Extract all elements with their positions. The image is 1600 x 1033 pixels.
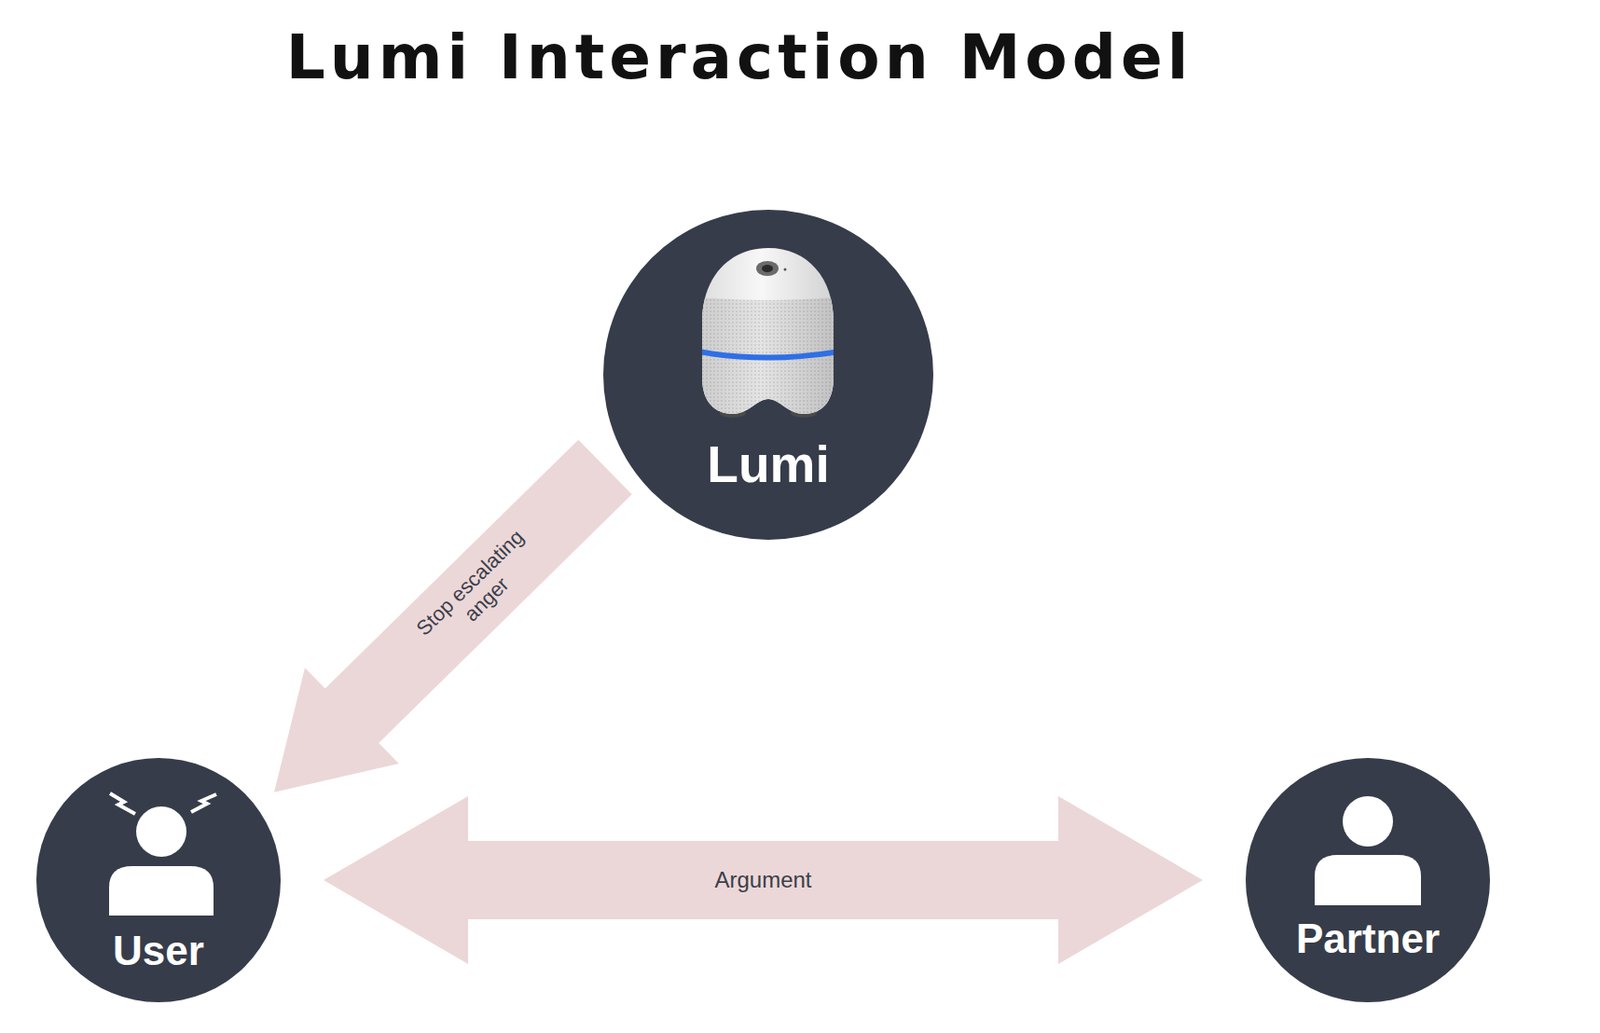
node-label: Partner xyxy=(1245,914,1490,964)
robot-circle: Lumi xyxy=(603,209,934,540)
user-circle: User xyxy=(36,758,281,1003)
node-label: User xyxy=(36,926,281,976)
arrow-label: Argument xyxy=(714,867,812,894)
node-label: Lumi xyxy=(603,434,934,495)
diagram-title: Lumi Interaction Model xyxy=(186,18,1293,97)
block-arrow xyxy=(323,796,1203,965)
partner-circle: Partner xyxy=(1245,758,1490,1003)
block-arrow xyxy=(274,440,633,793)
